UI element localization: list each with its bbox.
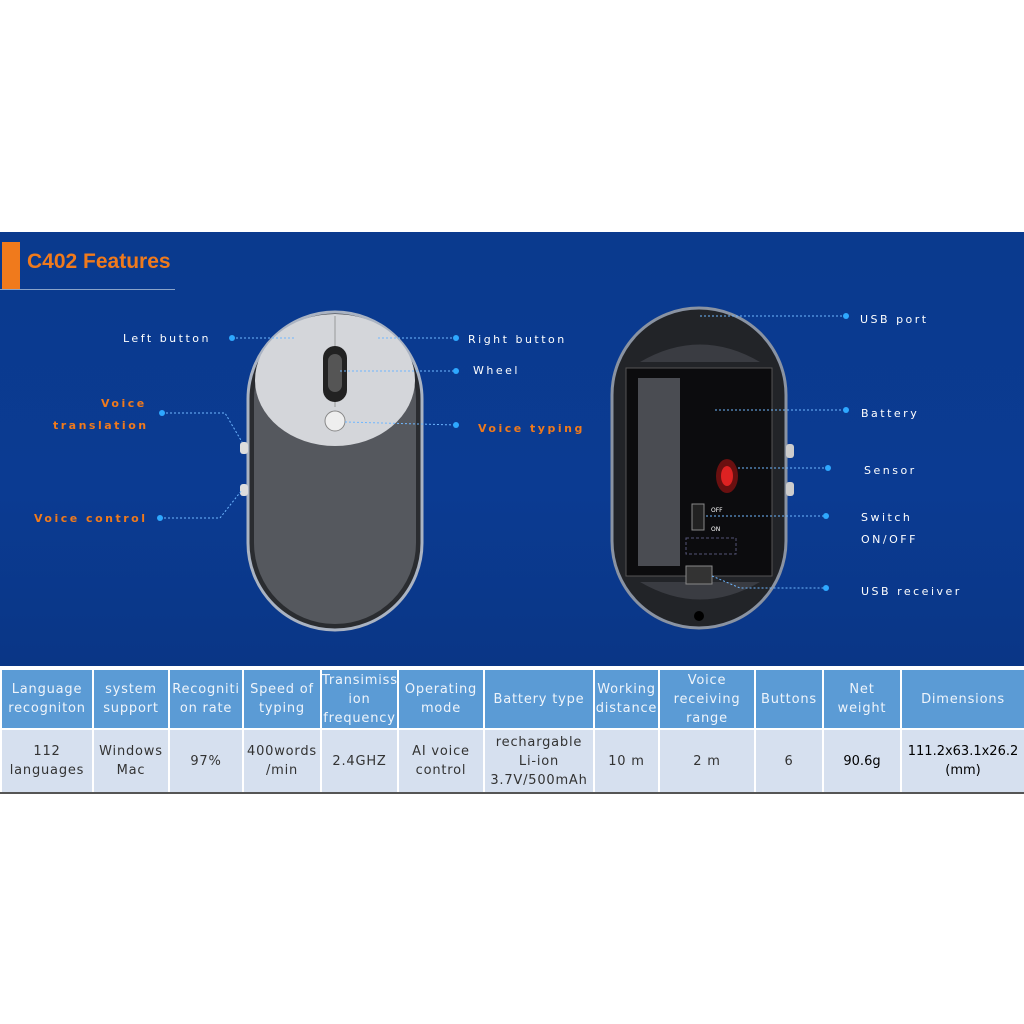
label-voice-translation-2: translation — [53, 419, 149, 432]
feature-banner — [0, 232, 1024, 666]
label-switch-2: ON/OFF — [861, 533, 918, 546]
value-cell: 90.6g — [822, 728, 902, 794]
spec-table: Language recogniton system support Recog… — [0, 668, 1024, 794]
mouse-top-view — [240, 310, 424, 632]
header-cell: Buttons — [754, 668, 824, 730]
header-cell: Language recogniton — [0, 668, 94, 730]
header-cell: Battery type — [483, 668, 595, 730]
value-cell: 400words /min — [242, 728, 322, 794]
header-cell: system support — [92, 668, 170, 730]
mouse-bottom-view — [610, 306, 794, 630]
label-voice-translation-1: Voice — [101, 397, 147, 410]
value-cell: Windows Mac — [92, 728, 170, 794]
value-cell: 2.4GHZ — [320, 728, 399, 794]
value-cell: 10 m — [593, 728, 660, 794]
header-cell: Dimensions — [900, 668, 1024, 730]
header-cell: Operating mode — [397, 668, 485, 730]
label-usb-port: USB port — [860, 313, 929, 326]
label-switch-1: Switch — [861, 511, 913, 524]
header-cell: Transimiss ion frequency — [320, 668, 399, 730]
label-sensor: Sensor — [864, 464, 917, 477]
value-cell: 111.2x63.1x26.2 (mm) — [900, 728, 1024, 794]
label-battery: Battery — [861, 407, 920, 420]
label-voice-typing: Voice typing — [478, 422, 585, 435]
mouse-illustrations: OFF ON — [157, 306, 849, 632]
value-cell: rechargable Li-ion 3.7V/500mAh — [483, 728, 595, 794]
switch-off-label: OFF — [711, 507, 723, 514]
switch-on-label: ON — [711, 526, 720, 533]
value-cell: 97% — [168, 728, 244, 794]
value-cell: 2 m — [658, 728, 756, 794]
label-left-button: Left button — [123, 332, 211, 345]
spec-value-row: 112 languages Windows Mac 97% 400words /… — [0, 728, 1024, 794]
value-cell: 6 — [754, 728, 824, 794]
header-cell: Net weight — [822, 668, 902, 730]
value-cell: 112 languages — [0, 728, 94, 794]
label-wheel: Wheel — [473, 364, 520, 377]
title-accent-bar — [2, 242, 20, 289]
label-usb-receiver: USB receiver — [861, 585, 962, 598]
callout-lines — [157, 313, 849, 591]
header-cell: Voice receiving range — [658, 668, 756, 730]
header-cell: Speed of typing — [242, 668, 322, 730]
spec-header-row: Language recogniton system support Recog… — [0, 668, 1024, 730]
header-cell: Working distance — [593, 668, 660, 730]
label-voice-control: Voice control — [34, 512, 148, 525]
page-title: C402 Features — [27, 250, 171, 273]
value-cell: AI voice control — [397, 728, 485, 794]
label-right-button: Right button — [468, 333, 567, 346]
title-underline — [0, 240, 175, 290]
header-cell: Recogniti on rate — [168, 668, 244, 730]
